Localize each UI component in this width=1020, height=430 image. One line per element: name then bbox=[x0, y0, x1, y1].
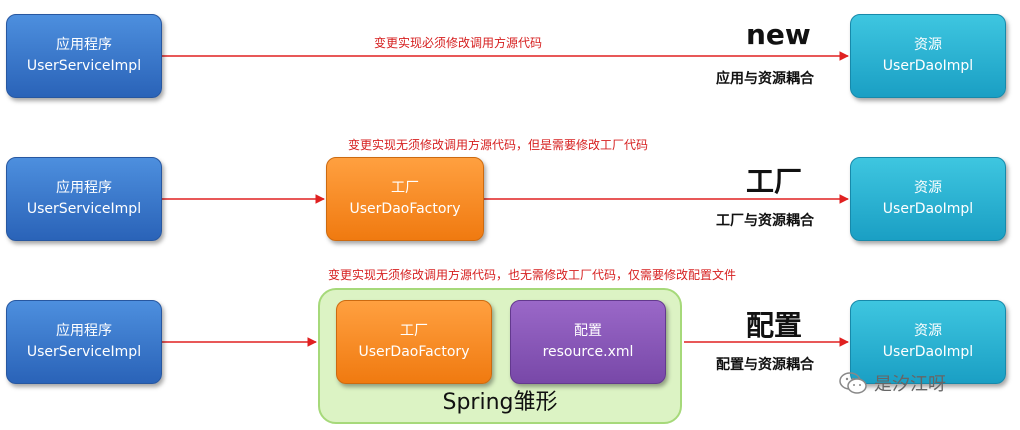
row1-note: 变更实现必须修改调用方源代码 bbox=[374, 36, 543, 50]
row2-factory-title: 工厂 bbox=[391, 180, 419, 196]
row1-resource-title: 资源 bbox=[914, 37, 942, 53]
row2-app-title: 应用程序 bbox=[56, 180, 112, 196]
row1-coupling-label: 应用与资源耦合 bbox=[716, 71, 814, 87]
row2-big-label: 工厂 bbox=[746, 165, 803, 198]
row3-app-name: UserServiceImpl bbox=[26, 344, 142, 360]
row2-app-name: UserServiceImpl bbox=[26, 201, 142, 217]
row3-resource-box: 资源 UserDaoImpl bbox=[850, 300, 1006, 384]
row2-resource-title: 资源 bbox=[914, 180, 942, 196]
row3-factory-box: 工厂 UserDaoFactory bbox=[336, 300, 492, 384]
row3-resource-title: 资源 bbox=[914, 323, 942, 339]
spring-container-label: Spring雏形 bbox=[442, 390, 558, 415]
row2-app-box: 应用程序 UserServiceImpl bbox=[6, 157, 162, 241]
row2-coupling-label: 工厂与资源耦合 bbox=[716, 213, 814, 229]
row2-resource-name: UserDaoImpl bbox=[882, 201, 974, 217]
wechat-icon bbox=[838, 371, 868, 395]
row1-resource-box: 资源 UserDaoImpl bbox=[850, 14, 1006, 98]
row1-big-label: new bbox=[746, 18, 811, 51]
row2-factory-box: 工厂 UserDaoFactory bbox=[326, 157, 484, 241]
row3-app-title: 应用程序 bbox=[56, 323, 112, 339]
row3-resource-name: UserDaoImpl bbox=[882, 344, 974, 360]
row3-config-box: 配置 resource.xml bbox=[510, 300, 666, 384]
watermark-text: 是汐江呀 bbox=[874, 374, 946, 395]
row3-factory-name: UserDaoFactory bbox=[358, 344, 470, 360]
row1-app-box: 应用程序 UserServiceImpl bbox=[6, 14, 162, 98]
row3-big-label: 配置 bbox=[746, 309, 803, 342]
row2-resource-box: 资源 UserDaoImpl bbox=[850, 157, 1006, 241]
row1-resource-name: UserDaoImpl bbox=[882, 58, 974, 74]
row1-app-name: UserServiceImpl bbox=[26, 58, 142, 74]
row2-note: 变更实现无须修改调用方源代码，但是需要修改工厂代码 bbox=[348, 138, 649, 152]
row3-config-title: 配置 bbox=[574, 323, 602, 339]
row3-config-name: resource.xml bbox=[542, 344, 634, 360]
row3-factory-title: 工厂 bbox=[400, 323, 428, 339]
watermark: 是汐江呀 bbox=[838, 370, 946, 396]
row1-app-title: 应用程序 bbox=[56, 37, 112, 53]
row2-factory-name: UserDaoFactory bbox=[349, 201, 461, 217]
row3-note: 变更实现无须修改调用方源代码，也无需修改工厂代码，仅需要修改配置文件 bbox=[328, 268, 737, 282]
row3-coupling-label: 配置与资源耦合 bbox=[716, 357, 814, 373]
row3-app-box: 应用程序 UserServiceImpl bbox=[6, 300, 162, 384]
